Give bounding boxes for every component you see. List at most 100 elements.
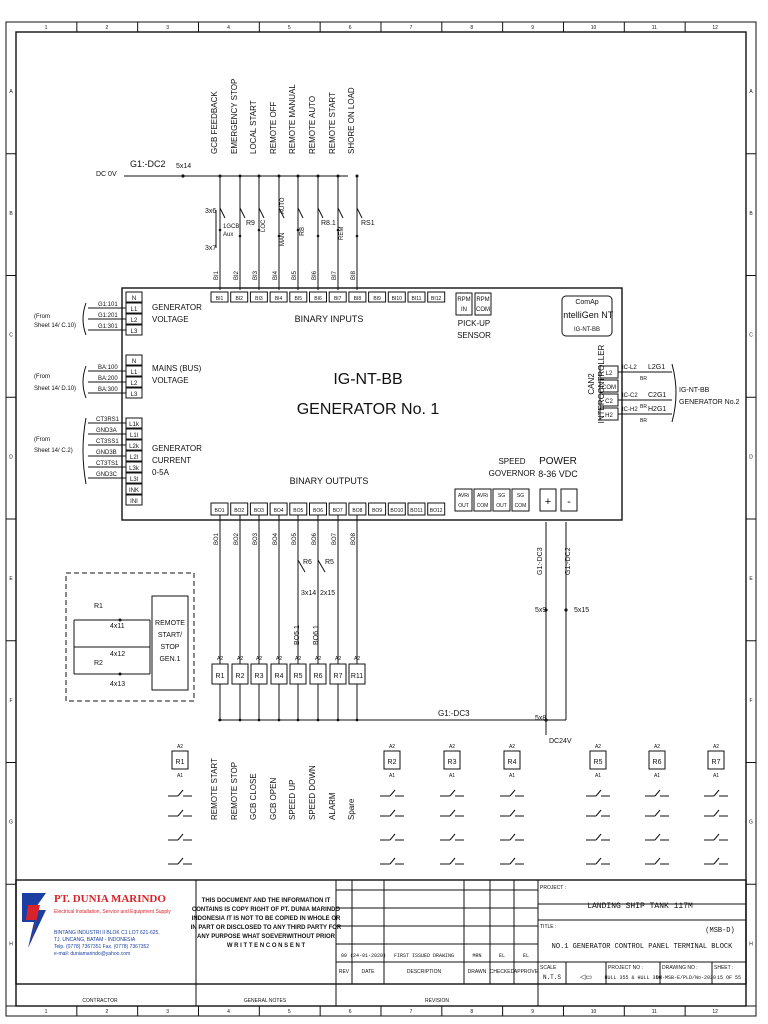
avr-sg-sub: OUT: [496, 503, 507, 509]
bi-terminal: [230, 291, 249, 303]
g1-dc3-label: G1:-DC3: [438, 709, 470, 718]
avr-sg-label: AVRi: [477, 493, 488, 499]
contact-blade: [449, 833, 456, 841]
r5-label: R5: [325, 559, 334, 566]
revision-cell: MRN: [472, 953, 481, 959]
bi-terminal: [368, 291, 387, 303]
avr-sg-terminal: [492, 488, 511, 512]
grid-row-left: D: [9, 454, 13, 460]
wire-bracket: [82, 365, 87, 399]
rpm-com-sub: COM: [476, 307, 490, 313]
junction: [218, 174, 222, 178]
bo-terminal-label: BO10: [390, 508, 403, 514]
bi-terminal: [289, 291, 308, 303]
revision-header: CHECKED: [490, 969, 515, 975]
contact-relay: [648, 750, 666, 770]
x5x14-label: 5x14: [176, 163, 191, 170]
can-terminal-label: L2: [606, 371, 613, 377]
output-label: ALARM: [328, 792, 337, 820]
bo-wire-label: BO2: [234, 532, 240, 545]
input-label: REMOTE OFF: [269, 101, 278, 154]
can-bracket: [671, 363, 677, 423]
current-terminal-label: L2l: [130, 455, 138, 461]
contact-blade: [654, 833, 661, 841]
bo-terminal: [230, 502, 249, 516]
rs1-label: RS1: [361, 220, 375, 227]
output-relay-label: R2: [236, 673, 245, 680]
grid-col-top: 3: [166, 25, 169, 31]
switch-contact: [317, 207, 324, 219]
revision-header: DRAWN: [468, 969, 487, 975]
output-relay-label: R5: [294, 673, 303, 680]
revision-header: DESCRIPTION: [407, 969, 442, 975]
input-label: SHORE ON LOAD: [347, 87, 356, 154]
controller-subtitle: GENERATOR No. 1: [297, 401, 440, 418]
contact-point: [296, 228, 300, 232]
grid-col-top: 12: [712, 25, 718, 31]
bo-terminal-label: BO12: [430, 508, 443, 514]
grid-col-bottom: 5: [288, 1009, 291, 1015]
contact-blade: [449, 857, 456, 865]
drawing-border: [5, 21, 757, 1017]
grid-row-right: A: [749, 89, 753, 95]
footer-revision: REVISION: [425, 998, 449, 1004]
output-relay-label: R7: [334, 673, 343, 680]
relay-a2-label: A2: [315, 656, 321, 662]
output-label: REMOTE STOP: [230, 762, 239, 820]
copyright-notice: THIS DOCUMENT AND THE INFORMATION ITCONT…: [191, 898, 342, 949]
project-no-label: PROJECT NO :: [608, 965, 643, 971]
from-sheet-ref: Sheet 14/ C.10): [34, 323, 76, 329]
project-label: PROJECT :: [540, 885, 566, 891]
from-sheet-ref: Sheet 14/ C.2): [34, 448, 73, 454]
voltage-terminal-label: L1: [131, 370, 138, 376]
contact-blade: [509, 809, 516, 817]
input-label: REMOTE MANUAL: [288, 84, 297, 154]
bi-terminal: [309, 291, 327, 303]
contact-blade: [389, 789, 396, 797]
notice-line: W R I T T E N C O N S E N T: [227, 943, 306, 949]
bi-terminal: [249, 291, 268, 303]
contact-a2: A2: [713, 744, 719, 750]
contact-blade: [595, 857, 602, 865]
contact-blade: [654, 809, 661, 817]
avr-sg-sub: COM: [515, 503, 527, 509]
contact-a2: A2: [449, 744, 455, 750]
junction: [355, 174, 359, 178]
avr-sg-label: SG: [517, 493, 524, 499]
junction: [296, 174, 300, 178]
can-wire-label: C2G1: [648, 392, 666, 399]
output-relay: [270, 663, 288, 685]
revision-cell: FIRST ISSUED DRAWING: [394, 953, 454, 959]
revision-header: DATE: [362, 969, 376, 975]
footer-notes: GENERAL NOTES: [244, 998, 287, 1004]
address-1: BINTANG INDUSTRI II BLOK C1 LOT 621-625,: [54, 930, 160, 936]
contact-blade: [177, 833, 184, 841]
bo-terminal: [387, 502, 406, 516]
rpm-com-label: RPM: [476, 297, 489, 303]
contact-blade: [654, 789, 661, 797]
bo-terminal-label: BO2: [234, 508, 244, 514]
measurement-wire-label: BA:300: [98, 387, 118, 393]
remote-r1: R1: [94, 603, 103, 610]
input-label: REMOTE AUTO: [308, 96, 317, 154]
contact-a1: A1: [389, 773, 395, 779]
from-sheet-label: (From: [34, 437, 50, 443]
grid-row-right: H: [749, 941, 753, 947]
projection-icon: ◁▭: [580, 974, 592, 981]
contact-point: [257, 228, 261, 232]
bi-wire-label: BI1: [214, 270, 220, 280]
contact-relay: [503, 750, 521, 770]
current-terminal-label: L2k: [129, 444, 140, 450]
current-terminal-label: INK: [129, 488, 139, 494]
ct-wire-label: GND3C: [96, 472, 118, 478]
grid-col-bottom: 12: [712, 1009, 718, 1015]
relay-a2-label: A2: [237, 656, 243, 662]
bi-terminal: [427, 291, 446, 303]
output-relay: [250, 663, 268, 685]
avr-sg-label: AVRi: [458, 493, 469, 499]
grid-col-top: 9: [531, 25, 534, 31]
